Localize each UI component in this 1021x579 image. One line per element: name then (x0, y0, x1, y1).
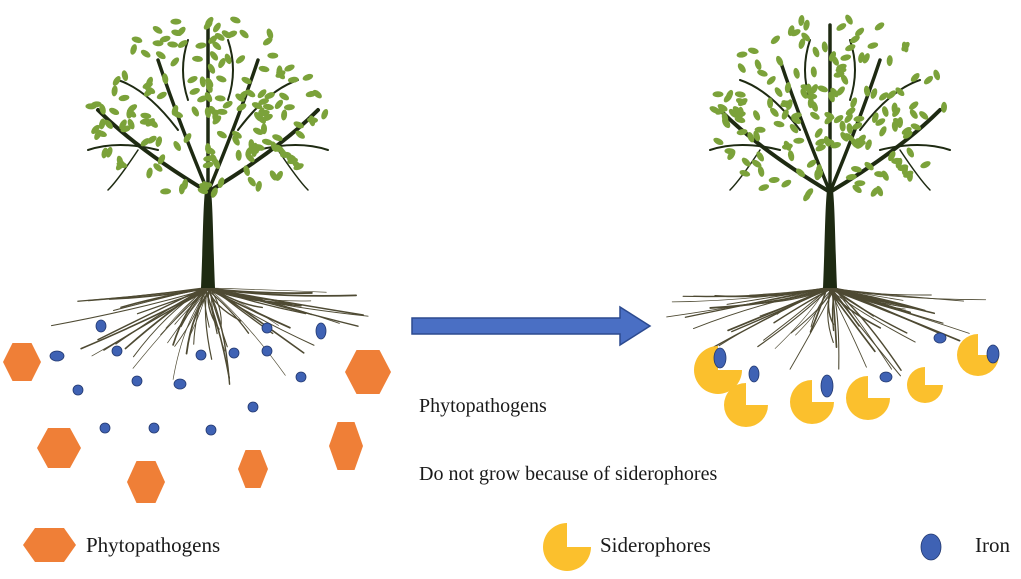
legend: Phytopathogens Siderophores Iron (23, 523, 1010, 571)
trunk-icon (201, 190, 215, 288)
iron-particle (111, 345, 123, 357)
iron-particle (295, 371, 307, 383)
iron-particle (247, 401, 259, 413)
iron-particle (228, 347, 240, 359)
siderophore-pacman (846, 376, 890, 420)
phytopathogen-hexagon (3, 343, 41, 381)
phytopathogen-hexagon (329, 422, 363, 470)
iron-particle (195, 349, 207, 361)
iron-particle (986, 344, 1000, 364)
left-soil-scene (3, 319, 391, 503)
legend-phytopathogen-icon (23, 528, 76, 562)
leaves-icon (709, 14, 948, 202)
center-label-siderophores-effect: Do not grow because of siderophores (419, 463, 717, 485)
iron-particle (72, 384, 84, 396)
roots-icon (50, 287, 369, 385)
iron-particle (205, 424, 217, 436)
trunk-icon (823, 190, 837, 288)
iron-particle (713, 347, 727, 369)
iron-particle (49, 350, 65, 362)
iron-particle (173, 378, 187, 390)
iron-particle (315, 322, 327, 340)
siderophore-pacman (694, 346, 742, 394)
legend-siderophores-label: Siderophores (600, 533, 711, 557)
phytopathogen-hexagon (37, 428, 81, 468)
iron-particle (261, 322, 273, 334)
siderophore-pacman (724, 383, 768, 427)
tree-left-icon (50, 16, 369, 385)
iron-particle (95, 319, 107, 333)
legend-siderophore-icon (543, 523, 591, 571)
siderophore-pacman (790, 380, 834, 424)
iron-particle (820, 374, 834, 398)
iron-particle (748, 365, 760, 383)
siderophore-pacman (907, 367, 943, 403)
center-label-phytopathogens: Phytopathogens (419, 395, 547, 417)
legend-phytopathogens-label: Phytopathogens (86, 533, 220, 557)
roots-icon (666, 287, 987, 377)
iron-particle (933, 332, 947, 344)
iron-particle (99, 422, 111, 434)
iron-particle (131, 375, 143, 387)
right-soil-scene (694, 332, 1000, 427)
legend-iron-label: Iron (975, 533, 1010, 557)
iron-particle (879, 371, 893, 383)
right-arrow-icon (411, 305, 652, 347)
legend-iron-icon (920, 533, 942, 561)
leaves-icon (85, 16, 329, 198)
siderophore-pacman (957, 334, 999, 376)
iron-particle (261, 345, 273, 357)
phytopathogen-hexagon (345, 350, 391, 394)
iron-particle (148, 422, 160, 434)
tree-right-icon (666, 14, 987, 377)
phytopathogen-hexagon (127, 461, 165, 503)
phytopathogen-hexagon (238, 450, 268, 488)
